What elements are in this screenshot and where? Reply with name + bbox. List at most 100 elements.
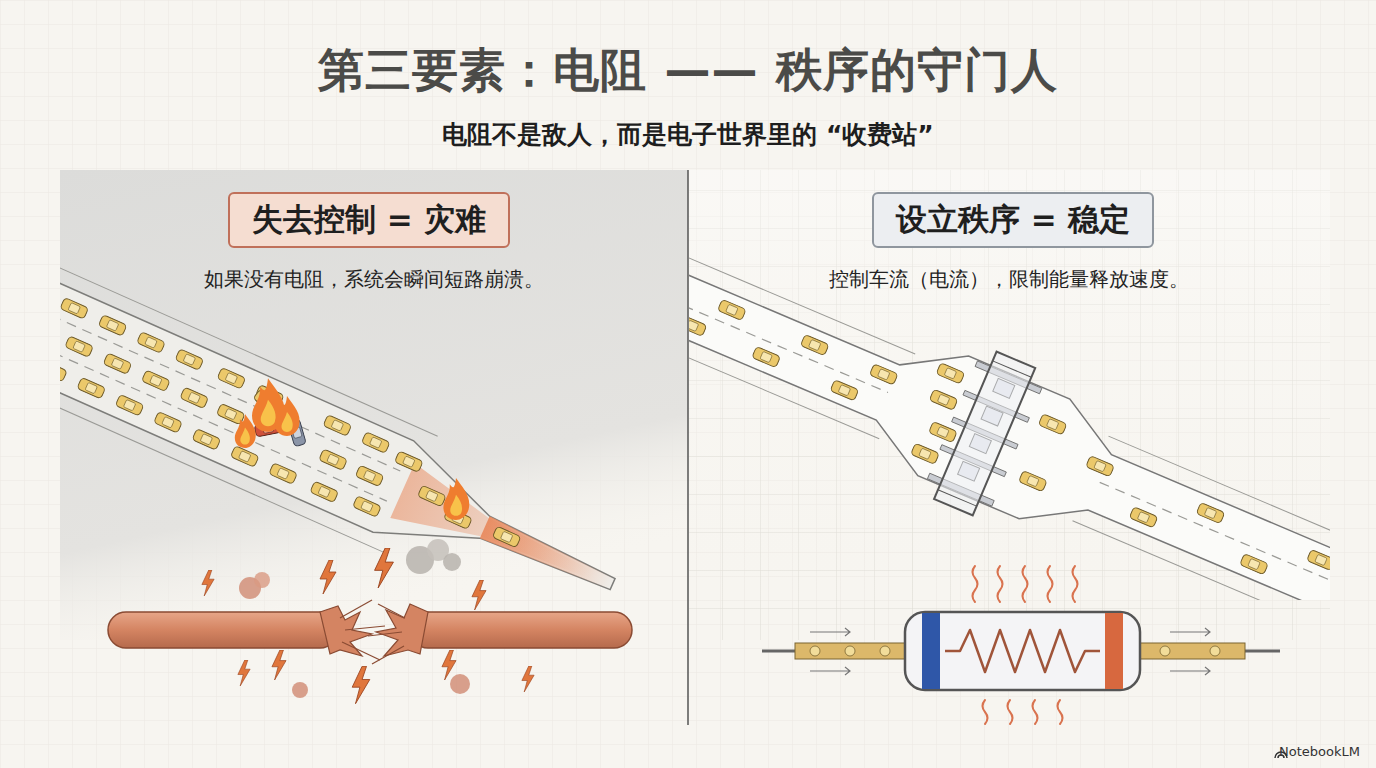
resistor-symbol xyxy=(1048,566,1053,602)
resistor-symbol xyxy=(810,646,820,656)
toll-road xyxy=(936,363,965,384)
toll-road xyxy=(689,315,707,336)
broken-wire xyxy=(108,539,632,704)
broken-wire xyxy=(375,548,394,588)
broken-wire xyxy=(108,612,338,648)
broken-wire xyxy=(202,570,214,596)
resistor-symbol xyxy=(1033,700,1038,724)
broken-wire xyxy=(442,650,456,680)
resistor-symbol xyxy=(795,643,905,659)
resistor-symbol xyxy=(998,566,1003,602)
broken-wire xyxy=(340,600,372,618)
broken-wire xyxy=(368,632,402,636)
watermark: NotebookLM xyxy=(1279,744,1360,759)
toll-road xyxy=(869,364,898,385)
resistor-symbol xyxy=(973,566,978,602)
crash-highway xyxy=(353,496,382,518)
toll-road xyxy=(929,389,958,410)
crash-highway xyxy=(323,415,352,437)
resistor-symbol xyxy=(845,646,855,656)
resistor-symbol xyxy=(922,613,940,689)
resistor-symbol xyxy=(1160,646,1170,656)
panel-description: 控制车流（电流），限制能量释放速度。 xyxy=(688,265,1330,293)
toll-road xyxy=(689,279,888,392)
resistor-symbol xyxy=(810,667,850,675)
crash-highway xyxy=(310,481,339,503)
resistor-symbol xyxy=(1210,646,1220,656)
crash-highway xyxy=(60,298,89,320)
toll-road xyxy=(1240,554,1269,575)
crash-highway xyxy=(235,414,256,448)
toll-road xyxy=(938,490,977,506)
panel-description: 如果没有电阻，系统会瞬间短路崩溃。 xyxy=(60,265,688,293)
heading-box: 设立秩序 = 稳定 xyxy=(872,192,1154,248)
crash-highway xyxy=(115,394,144,416)
crash-highway xyxy=(418,485,447,507)
crash-highway xyxy=(103,353,132,375)
resistor-symbol xyxy=(1008,700,1013,724)
toll-road xyxy=(911,443,940,464)
crash-highway xyxy=(192,429,221,451)
broken-wire xyxy=(372,646,404,664)
resistor-symbol xyxy=(1105,613,1123,689)
crash-highway xyxy=(492,526,521,548)
broken-wire xyxy=(443,553,461,571)
crash-highway xyxy=(60,360,67,382)
left-panel: 如果没有电阻，系统会瞬间短路崩溃。 失去控制 = 灾难 xyxy=(60,170,688,725)
toll-road xyxy=(718,299,747,320)
broken-wire xyxy=(450,674,470,694)
resistor-symbol xyxy=(1140,643,1245,659)
crash-highway xyxy=(390,463,606,600)
crash-highway xyxy=(154,412,183,434)
crash-highway xyxy=(180,387,209,409)
background xyxy=(687,170,689,725)
toll-road xyxy=(689,206,1330,600)
resistor-symbol xyxy=(1058,700,1063,724)
crash-highway xyxy=(60,176,639,600)
page-title: 第三要素：电阻 —— 秩序的守门人 xyxy=(0,40,1376,102)
toll-road xyxy=(800,334,829,355)
toll-road xyxy=(1038,414,1067,435)
toll-road xyxy=(1129,507,1158,528)
crash-highway xyxy=(443,478,469,520)
broken-wire xyxy=(378,604,405,618)
resistor-symbol xyxy=(1170,667,1210,675)
broken-wire xyxy=(342,642,380,660)
broken-wire xyxy=(292,682,308,698)
toll-road xyxy=(934,352,1035,516)
toll-road xyxy=(830,380,859,401)
crash-highway xyxy=(142,370,171,392)
crash-highway xyxy=(175,349,204,371)
crash-highway xyxy=(361,432,390,454)
toll-road xyxy=(1019,471,1048,492)
broken-wire xyxy=(320,560,336,594)
crash-highway xyxy=(60,189,633,600)
broken-wire xyxy=(352,666,370,703)
toll-road xyxy=(689,219,1330,600)
resistor-symbol xyxy=(1023,566,1028,602)
resistor-symbol xyxy=(945,630,1100,672)
crash-highway xyxy=(319,449,348,471)
crash-highway xyxy=(394,451,423,473)
crash-highway xyxy=(60,219,400,471)
crash-highway xyxy=(275,396,300,436)
toll-road xyxy=(1100,482,1330,599)
subtitle: 电阻不是敌人，而是电子世界里的 “收费站” xyxy=(0,118,1376,151)
heading-text: 失去控制 = 灾难 xyxy=(252,199,486,241)
heading-text: 设立秩序 = 稳定 xyxy=(896,199,1130,241)
crash-highway xyxy=(355,465,384,487)
resistor-symbol xyxy=(983,700,988,724)
crash-highway xyxy=(217,367,246,389)
broken-wire xyxy=(472,580,486,610)
broken-wire xyxy=(410,612,632,648)
toll-road xyxy=(752,346,781,367)
resistor-symbol xyxy=(1073,566,1078,602)
broken-wire xyxy=(345,626,385,630)
resistor-symbol xyxy=(880,646,890,656)
crash-highway xyxy=(60,293,386,553)
broken-wire xyxy=(254,572,270,588)
broken-wire xyxy=(320,606,372,656)
crash-highway xyxy=(77,377,106,399)
